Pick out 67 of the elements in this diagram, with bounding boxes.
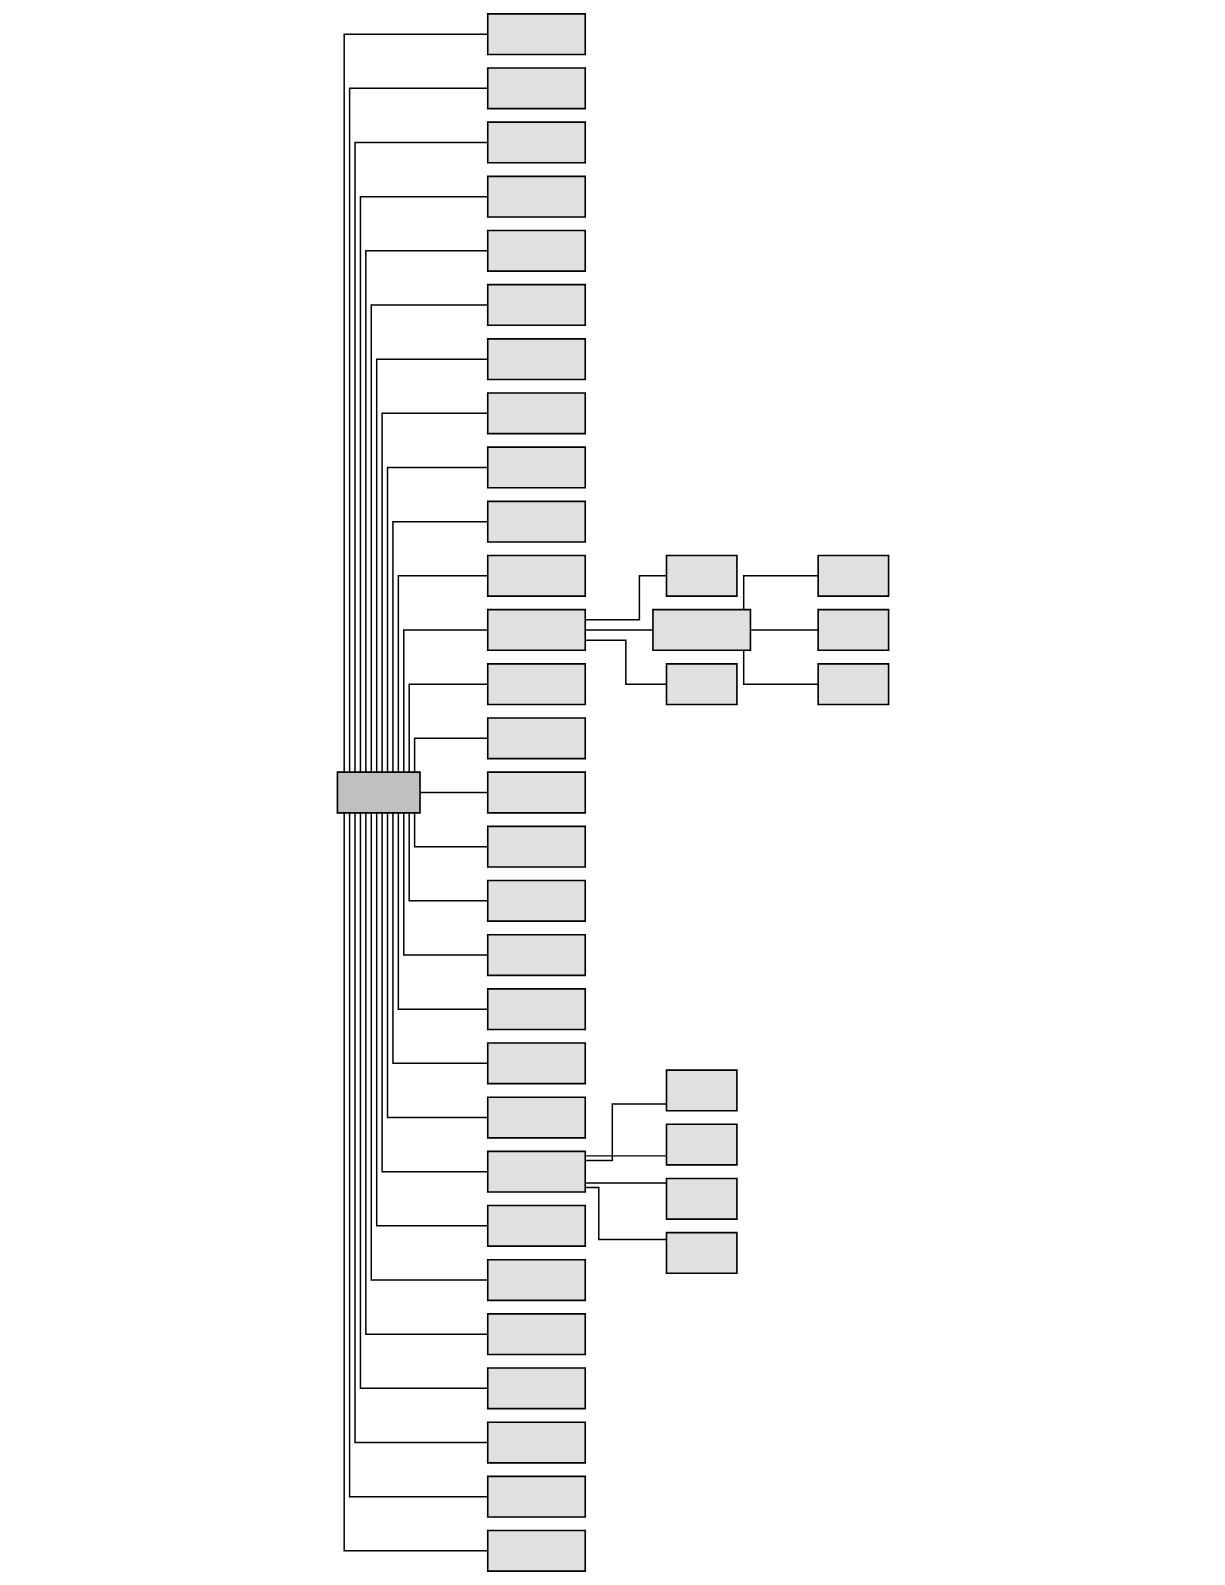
connector — [418, 791, 488, 794]
connector — [584, 575, 667, 621]
node-box — [486, 283, 586, 327]
connector — [397, 812, 488, 1010]
connector — [584, 1155, 667, 1157]
connector — [584, 1186, 667, 1241]
node-box — [486, 1258, 586, 1302]
node-box — [665, 1177, 738, 1220]
node-box — [665, 554, 738, 597]
node-box — [486, 67, 586, 110]
connector — [391, 812, 488, 1065]
node-box — [486, 1042, 586, 1085]
connector — [407, 683, 488, 773]
node-box — [486, 988, 586, 1031]
node-box — [486, 608, 586, 652]
node-box — [816, 554, 889, 597]
connector — [375, 358, 488, 773]
node-box — [486, 500, 586, 543]
node-box — [486, 825, 586, 868]
node-box — [665, 1123, 738, 1166]
connector — [584, 1103, 667, 1162]
node-box — [486, 1204, 586, 1247]
connector — [386, 466, 488, 773]
node-box — [486, 121, 586, 164]
connector — [386, 812, 488, 1119]
node-box — [816, 608, 889, 652]
node-box — [486, 879, 586, 922]
node-box — [486, 1475, 586, 1518]
connector — [413, 737, 488, 773]
node-box — [665, 663, 738, 706]
node-box — [486, 1421, 586, 1464]
node-box — [486, 717, 586, 760]
connector — [397, 575, 488, 773]
node-box — [336, 771, 421, 814]
node-box — [486, 446, 586, 489]
node-box — [486, 13, 586, 56]
node-box — [486, 663, 586, 706]
node-box — [486, 392, 586, 435]
connector — [584, 1182, 667, 1184]
node-box — [651, 608, 751, 652]
connector — [391, 520, 488, 773]
node-box — [486, 1367, 586, 1410]
connector — [380, 412, 488, 773]
connector — [584, 629, 653, 631]
node-box — [486, 1096, 586, 1139]
node-box — [486, 1313, 586, 1356]
connector — [749, 629, 819, 631]
node-box — [486, 229, 586, 272]
node-box — [486, 338, 586, 381]
connector — [407, 812, 488, 902]
connector — [584, 639, 667, 685]
node-box — [486, 1529, 586, 1572]
node-box — [486, 933, 586, 977]
node-box — [486, 1150, 586, 1193]
node-box — [486, 554, 586, 597]
connector — [380, 812, 488, 1173]
connector — [413, 812, 488, 848]
node-box — [665, 1231, 738, 1275]
node-box — [665, 1069, 738, 1112]
node-box — [816, 663, 889, 706]
connector — [402, 629, 488, 773]
connector — [742, 575, 819, 610]
connector — [375, 812, 488, 1227]
connector — [742, 650, 819, 685]
node-box — [486, 175, 586, 218]
connector — [402, 812, 488, 956]
node-box — [486, 771, 586, 814]
